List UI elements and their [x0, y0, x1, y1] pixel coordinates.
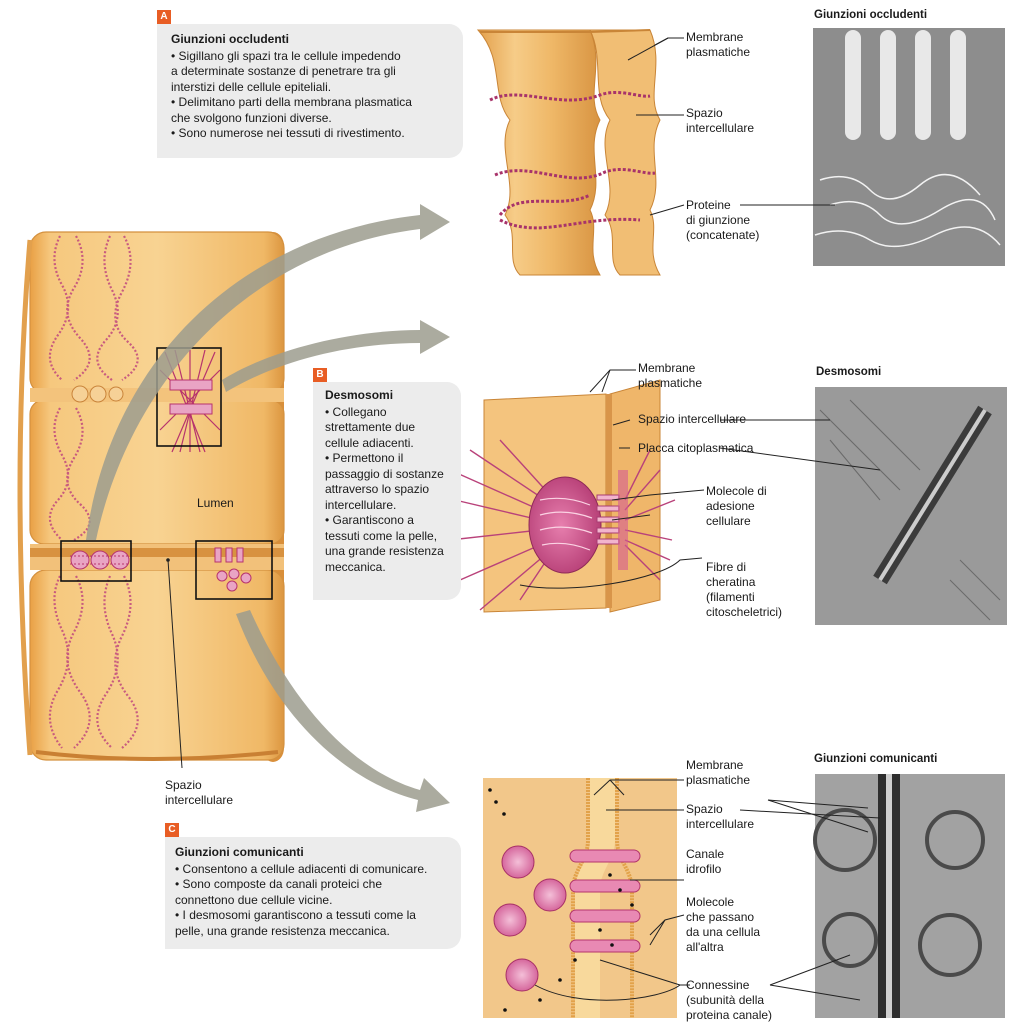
section-c-line-1: • Consentono a cellule adiacenti di comu… [175, 862, 455, 878]
section-a-line-2: a determinate sostanze di penetrare tra … [171, 64, 455, 80]
main-tight-junction [70, 551, 130, 569]
badge-c: C [165, 823, 179, 837]
section-c-line-5: pelle, una grande resistenza meccanica. [175, 924, 455, 940]
section-b-line-9: tessuti come la pelle, [325, 529, 455, 545]
section-c-line-3: connettono due cellule vicine. [175, 893, 455, 909]
label-b-spazio: Spazio intercellulare [638, 412, 746, 427]
section-a-line-3: interstizi delle cellule epiteliali. [171, 80, 455, 96]
section-b-line-6: attraverso lo spazio [325, 482, 455, 498]
micrograph-c-title: Giunzioni comunicanti [814, 753, 937, 765]
section-c-line-2: • Sono composte da canali proteici che [175, 877, 455, 893]
section-a-line-6: • Sono numerose nei tessuti di rivestime… [171, 126, 455, 142]
section-c-line-4: • I desmosomi garantiscono a tessuti com… [175, 908, 455, 924]
section-a-line-5: che svolgono funzioni diverse. [171, 111, 455, 127]
section-b-line-1: • Collegano [325, 405, 455, 421]
section-a-line-4: • Delimitano parti della membrana plasma… [171, 95, 455, 111]
section-b-line-4: • Permettono il [325, 451, 455, 467]
section-b-line-7: intercellulare. [325, 498, 455, 514]
section-b-line-5: passaggio di sostanze [325, 467, 455, 483]
section-a-title: Giunzioni occludenti [171, 32, 455, 48]
section-b-title: Desmosomi [325, 388, 455, 404]
section-b-line-3: cellule adiacenti. [325, 436, 455, 452]
section-a-line-1: • Sigillano gli spazi tra le cellule imp… [171, 49, 455, 65]
section-b-line-2: strettamente due [325, 420, 455, 436]
badge-a: A [157, 10, 171, 24]
micrograph-a-title: Giunzioni occludenti [814, 9, 927, 21]
label-lumen: Lumen [197, 496, 234, 511]
section-c-box: Giunzioni comunicanti • Consentono a cel… [165, 837, 461, 949]
tight-junction-drawing [478, 30, 660, 275]
section-b-box: Desmosomi • Collegano strettamente due c… [313, 382, 461, 600]
micrograph-b-title: Desmosomi [816, 366, 881, 378]
main-epithelium-figure [20, 232, 284, 768]
micrographs [813, 28, 1007, 1018]
section-b-line-8: • Garantiscono a [325, 513, 455, 529]
label-b-placca: Placca citoplasmatica [638, 441, 753, 456]
gap-junction-drawing [483, 778, 677, 1018]
badge-b: B [313, 368, 327, 382]
section-b-line-10: una grande resistenza [325, 544, 455, 560]
section-c-title: Giunzioni comunicanti [175, 845, 455, 861]
section-a-box: Giunzioni occludenti • Sigillano gli spa… [157, 24, 463, 158]
section-b-line-11: meccanica. [325, 560, 455, 576]
